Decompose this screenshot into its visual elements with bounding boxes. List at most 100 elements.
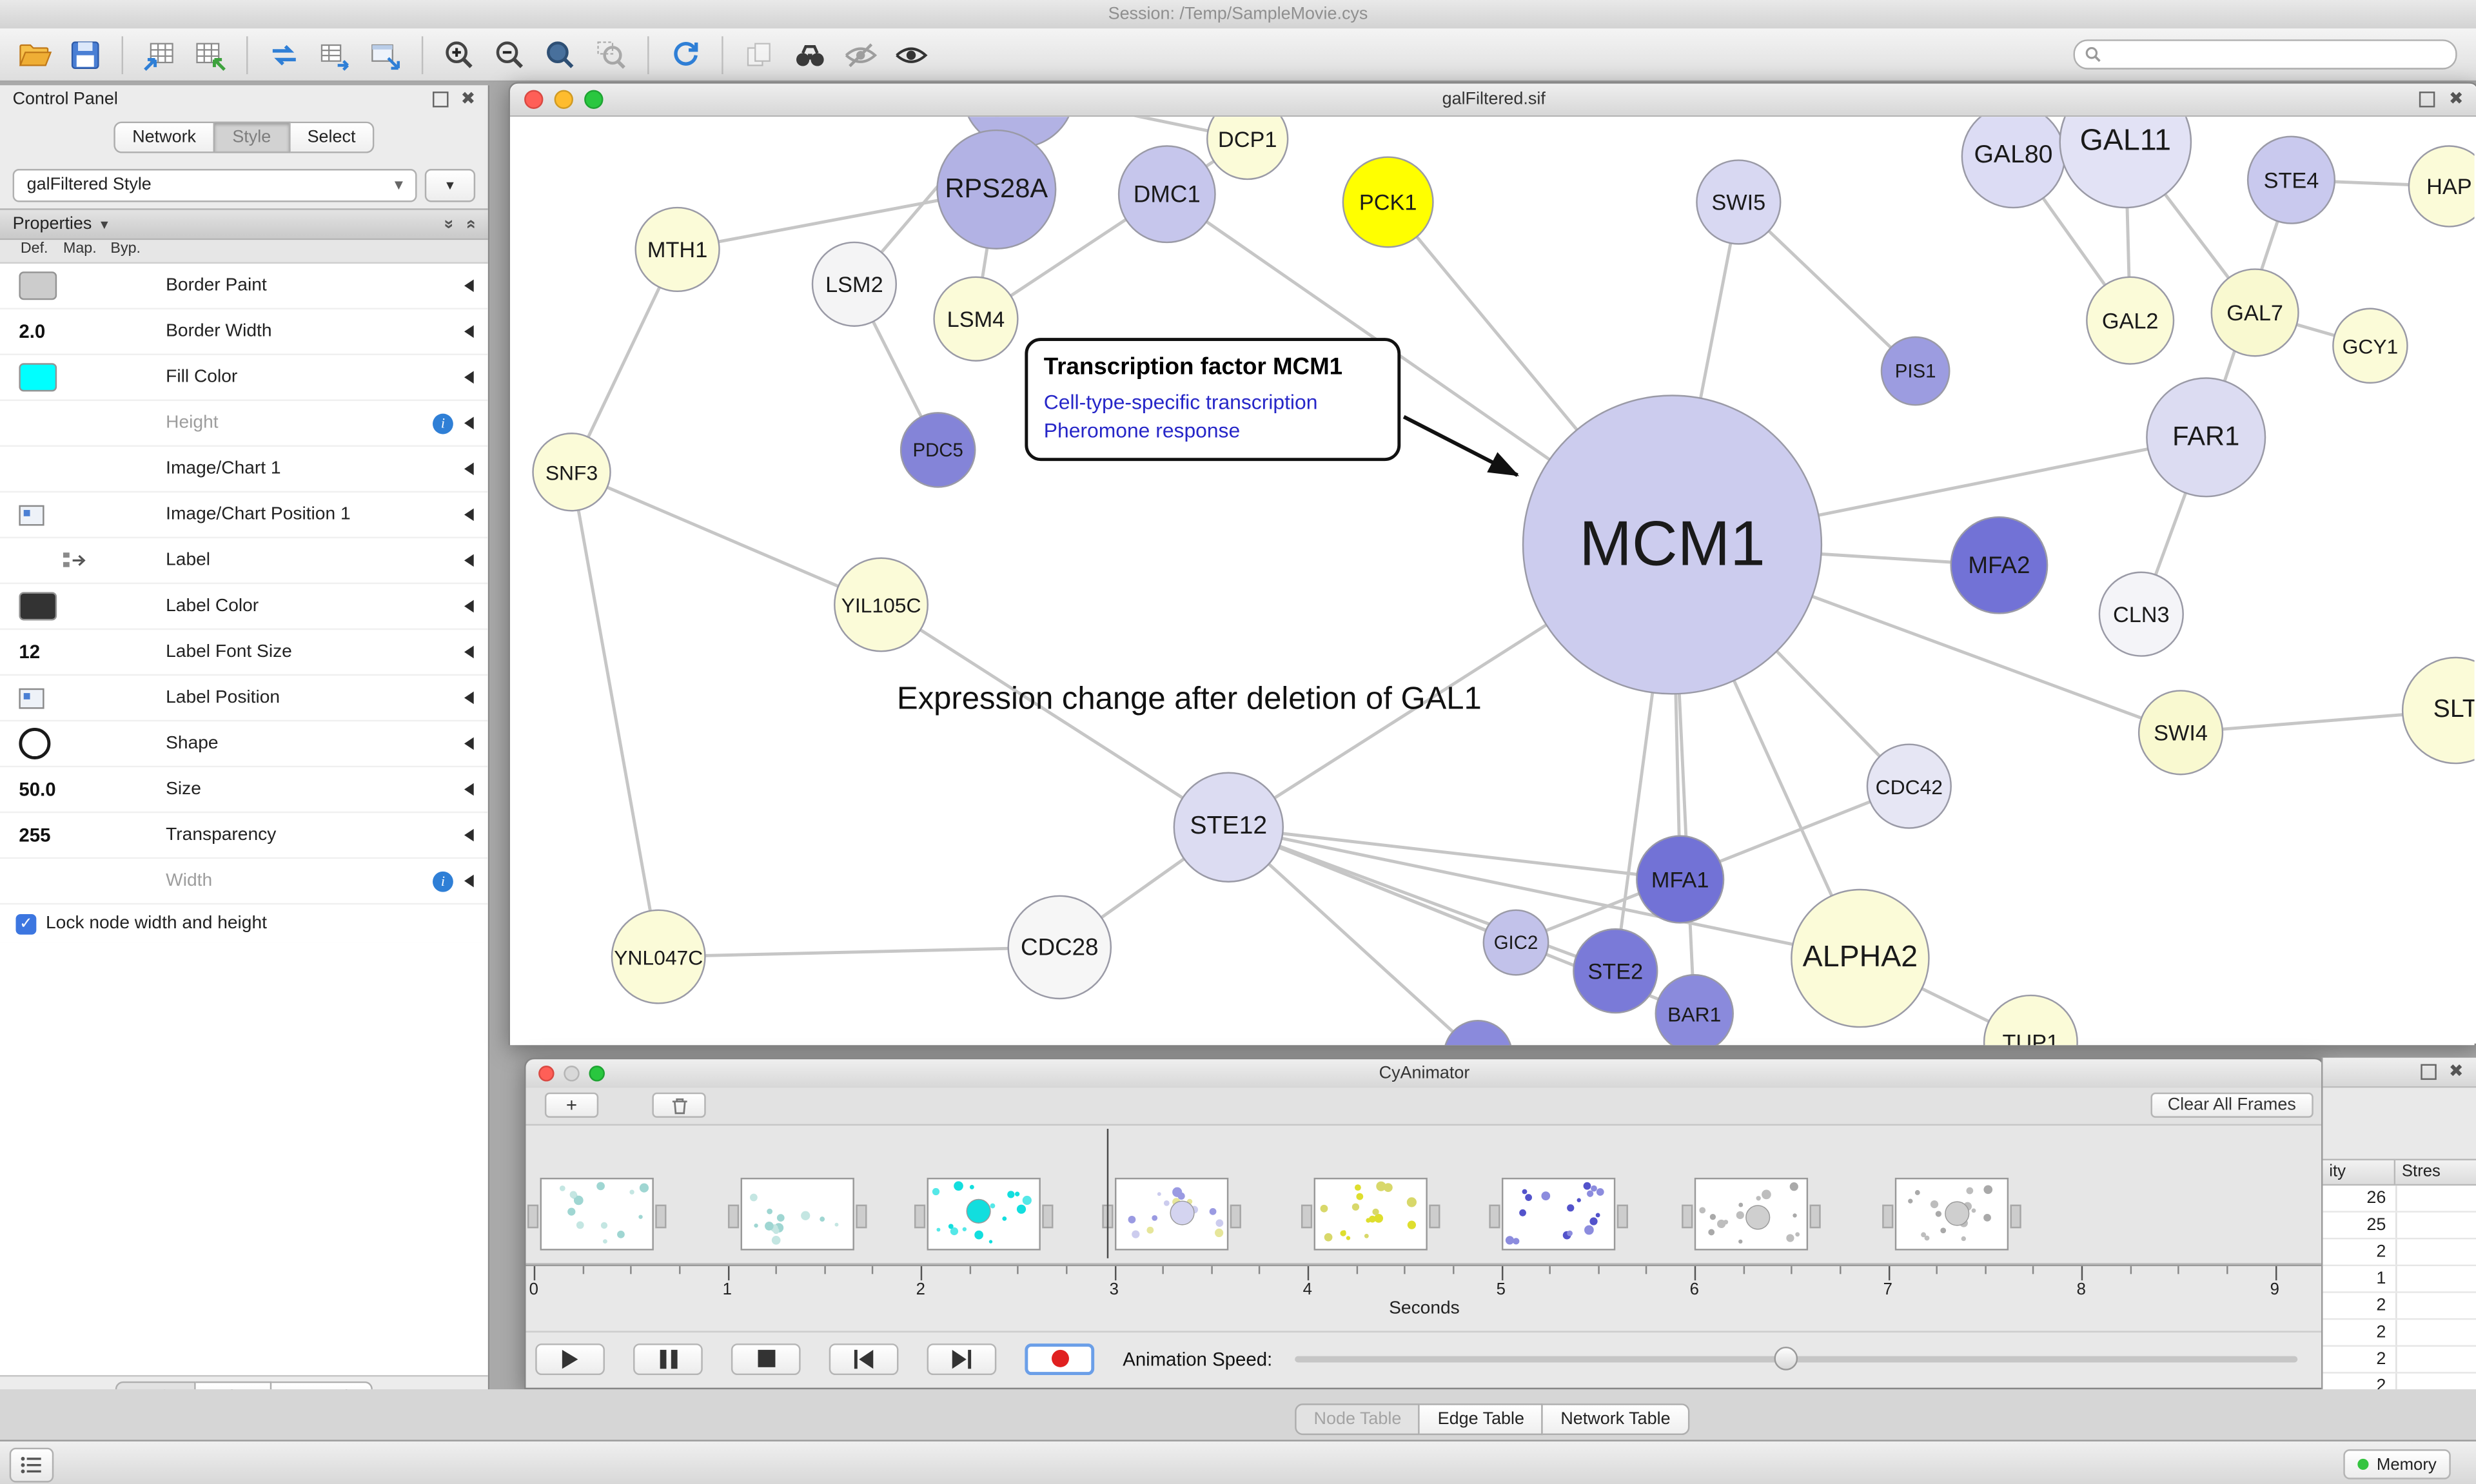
pause-button[interactable]	[633, 1343, 703, 1374]
go-to-start-button[interactable]	[829, 1343, 899, 1374]
tab-select[interactable]: Select	[290, 122, 375, 153]
node-snf3[interactable]: SNF3	[532, 433, 611, 511]
frame-handle[interactable]	[656, 1205, 667, 1229]
expand-row-arrow-icon[interactable]	[464, 600, 474, 613]
property-row-width[interactable]: Widthi	[0, 859, 488, 904]
expand-row-arrow-icon[interactable]	[464, 783, 474, 796]
frame-handle[interactable]	[1809, 1205, 1820, 1229]
default-value[interactable]: 12	[0, 641, 63, 663]
panel-selector-button[interactable]	[10, 1448, 54, 1483]
default-value-swatch[interactable]	[19, 592, 57, 620]
node-swi5[interactable]: SWI5	[1696, 159, 1781, 244]
expand-row-arrow-icon[interactable]	[464, 875, 474, 888]
node-cln3[interactable]: CLN3	[2099, 572, 2184, 657]
node-dmc1[interactable]: DMC1	[1118, 145, 1216, 243]
property-row-fill-color[interactable]: Fill Color	[0, 355, 488, 401]
network-window-titlebar[interactable]: galFiltered.sif ✖	[510, 84, 2476, 117]
zoom-out-button[interactable]	[485, 32, 535, 77]
node-mfa2[interactable]: MFA2	[1950, 516, 2048, 614]
table-row[interactable]: 1	[2323, 1266, 2476, 1293]
node-lsm2[interactable]: LSM2	[812, 242, 897, 327]
frame-handle[interactable]	[727, 1205, 738, 1229]
tab-style[interactable]: Style	[215, 122, 290, 153]
speed-slider-thumb[interactable]	[1774, 1346, 1798, 1370]
default-value-swatch[interactable]	[19, 271, 57, 300]
node-swi4[interactable]: SWI4	[2138, 690, 2223, 775]
frame-thumbnail-6[interactable]	[1502, 1178, 1616, 1251]
frame-handle[interactable]	[528, 1205, 539, 1229]
frame-handle[interactable]	[1302, 1205, 1313, 1229]
stop-button[interactable]	[731, 1343, 801, 1374]
export-table-button[interactable]	[185, 32, 235, 77]
property-row-border-paint[interactable]: Border Paint	[0, 264, 488, 309]
add-frame-button[interactable]: +	[545, 1093, 598, 1118]
node-pis1[interactable]: PIS1	[1881, 337, 1950, 406]
duplicate-button[interactable]	[734, 32, 785, 77]
node-bar1[interactable]: BAR1	[1655, 974, 1734, 1045]
expand-row-arrow-icon[interactable]	[464, 417, 474, 430]
refresh-view-button[interactable]	[660, 32, 711, 77]
cyanimator-titlebar[interactable]: CyAnimator	[526, 1059, 2323, 1089]
frame-handle[interactable]	[2010, 1205, 2021, 1229]
style-options-button[interactable]: ▼	[425, 168, 475, 201]
node-ste2[interactable]: STE2	[1573, 928, 1658, 1013]
column-header-stress[interactable]: Stres	[2395, 1159, 2476, 1186]
position-icon[interactable]	[19, 504, 44, 525]
close-panel-icon[interactable]: ✖	[2449, 1066, 2464, 1079]
expand-row-arrow-icon[interactable]	[464, 646, 474, 659]
node-gic2[interactable]: GIC2	[1483, 910, 1549, 976]
property-row-label-font-size[interactable]: 12Label Font Size	[0, 630, 488, 676]
column-header-centrality[interactable]: ity	[2323, 1159, 2395, 1186]
save-session-button[interactable]	[60, 32, 110, 77]
frame-handle[interactable]	[855, 1205, 866, 1229]
node-alpha2[interactable]: ALPHA2	[1791, 889, 1930, 1028]
style-selector[interactable]: galFiltered Style ▼	[13, 168, 417, 201]
collapse-all-icon[interactable]: »	[440, 219, 456, 229]
expand-row-arrow-icon[interactable]	[464, 554, 474, 567]
search-input[interactable]	[2102, 43, 2456, 66]
position-icon[interactable]	[19, 688, 44, 708]
property-row-height[interactable]: Heighti	[0, 401, 488, 447]
node-gcy1[interactable]: GCY1	[2332, 308, 2408, 384]
expand-row-arrow-icon[interactable]	[464, 692, 474, 705]
node-mcm1[interactable]: MCM1	[1522, 395, 1822, 694]
frames-track[interactable]	[526, 1126, 2323, 1265]
node-pdc5[interactable]: PDC5	[900, 412, 976, 488]
expand-row-arrow-icon[interactable]	[464, 737, 474, 750]
node-ynl047c[interactable]: YNL047C	[611, 910, 706, 1004]
float-window-icon[interactable]	[2419, 92, 2434, 107]
default-value[interactable]: 2.0	[0, 320, 63, 342]
frame-handle[interactable]	[1230, 1205, 1241, 1229]
property-row-shape[interactable]: Shape	[0, 721, 488, 767]
expand-row-arrow-icon[interactable]	[464, 371, 474, 384]
property-row-label-color[interactable]: Label Color	[0, 584, 488, 630]
default-value[interactable]: 255	[0, 824, 63, 846]
node-lsm4[interactable]: LSM4	[933, 277, 1018, 362]
float-panel-icon[interactable]	[2421, 1064, 2436, 1080]
default-value[interactable]: 50.0	[0, 778, 63, 800]
property-row-border-width[interactable]: 2.0Border Width	[0, 309, 488, 355]
node-ste12[interactable]: STE12	[1174, 772, 1284, 883]
frame-thumbnail-1[interactable]	[541, 1178, 654, 1251]
property-row-label[interactable]: Label	[0, 538, 488, 584]
new-network-window-button[interactable]	[360, 32, 410, 77]
node-ste4[interactable]: STE4	[2247, 136, 2335, 224]
node-yil105c[interactable]: YIL105C	[834, 557, 928, 652]
open-session-button[interactable]	[10, 32, 60, 77]
frame-thumbnail-4[interactable]	[1115, 1178, 1229, 1251]
zoom-selected-button[interactable]	[586, 32, 636, 77]
speed-slider[interactable]	[1295, 1355, 2298, 1362]
node-gal7[interactable]: GAL7	[2211, 268, 2299, 356]
property-row-image-chart-position-1[interactable]: Image/Chart Position 1	[0, 493, 488, 538]
table-row[interactable]: 2	[2323, 1293, 2476, 1320]
default-value-swatch[interactable]	[19, 363, 57, 391]
frame-handle[interactable]	[1617, 1205, 1628, 1229]
node-mth1[interactable]: MTH1	[634, 207, 720, 292]
frame-handle[interactable]	[1489, 1205, 1500, 1229]
node-cdc42[interactable]: CDC42	[1867, 743, 1952, 828]
frame-thumbnail-2[interactable]	[740, 1178, 854, 1251]
tab-node-table[interactable]: Node Table	[1295, 1403, 1420, 1435]
annotation-box[interactable]: Transcription factor MCM1 Cell-type-spec…	[1025, 338, 1400, 462]
memory-button[interactable]: Memory	[2343, 1449, 2450, 1479]
import-network-button[interactable]	[259, 32, 310, 77]
